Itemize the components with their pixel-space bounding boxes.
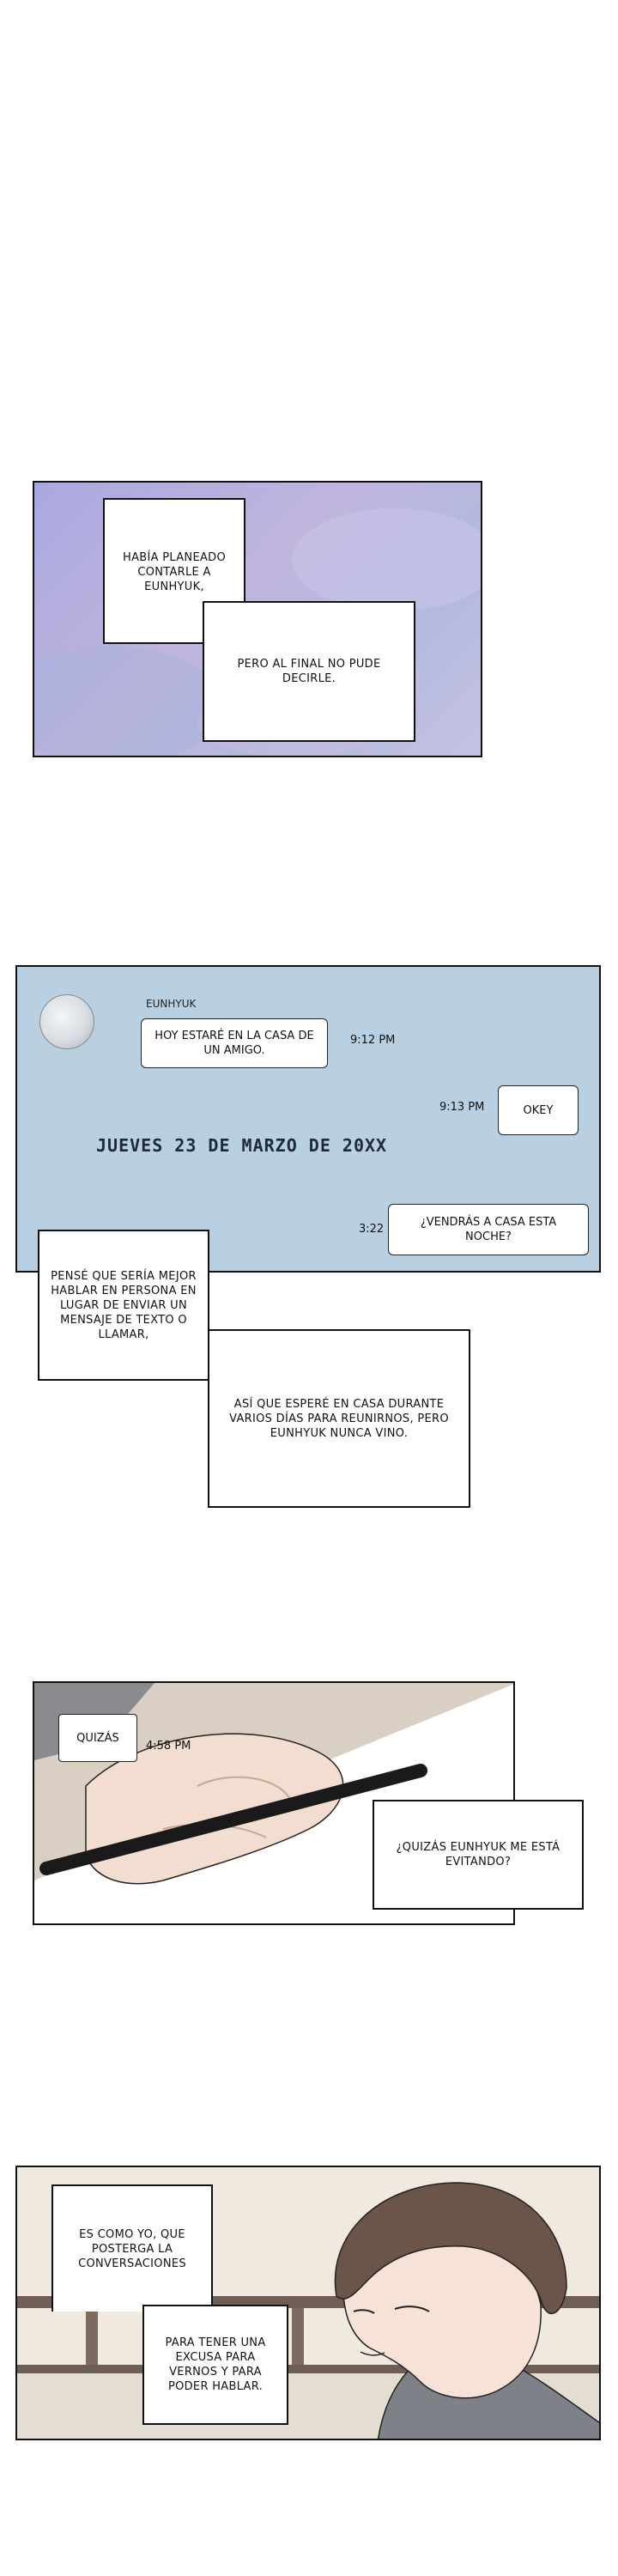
caption-waited: ASÍ QUE ESPERÉ EN CASA DURANTE VARIOS DÍ…	[208, 1329, 470, 1508]
message-quizas-time: 4:58 PM	[146, 1740, 191, 1753]
caption-could-not-text: PERO AL FINAL NO PUDE DECIRLE.	[237, 658, 381, 685]
message-quizas-text: QUIZÁS	[76, 1731, 119, 1745]
caption-connector	[103, 642, 206, 644]
caption-avoiding: ¿QUIZÁS EUNHYUK ME ESTÁ EVITANDO?	[373, 1800, 584, 1910]
hand-phone-art	[34, 1683, 513, 1885]
chat-message-coming-home-text: ¿VENDRÁS A CASA ESTA NOCHE?	[420, 1216, 557, 1243]
caption-better-talk: PENSÉ QUE SERÍA MEJOR HABLAR EN PERSONA …	[38, 1230, 209, 1381]
avatar	[39, 994, 94, 1049]
chat-sender-name: EUNHYUK	[146, 998, 197, 1010]
panel-chat: EUNHYUK HOY ESTARÉ EN LA CASA DE UN AMIG…	[15, 965, 601, 1273]
message-quizas: QUIZÁS	[58, 1714, 137, 1762]
chat-message-okey: OKEY	[498, 1085, 579, 1135]
caption-excuse: PARA TENER UNA EXCUSA PARA VERNOS Y PARA…	[142, 2305, 288, 2425]
chat-message-friend-house-text: HOY ESTARÉ EN LA CASA DE UN AMIGO.	[154, 1030, 314, 1057]
caption-plan-text: HABÍA PLANEADO CONTARLE A EUNHYUK,	[123, 550, 226, 593]
chat-message-coming-home: ¿VENDRÁS A CASA ESTA NOCHE?	[388, 1204, 589, 1255]
caption-could-not: PERO AL FINAL NO PUDE DECIRLE.	[203, 601, 415, 742]
chat-time-2: 9:13 PM	[439, 1101, 485, 1114]
caption-avoiding-text: ¿QUIZÁS EUNHYUK ME ESTÁ EVITANDO?	[396, 1841, 560, 1868]
chat-date-label: JUEVES 23 DE MARZO DE 20XX	[96, 1135, 388, 1156]
caption-like-me: ES COMO YO, QUE POSTERGA LA CONVERSACION…	[52, 2184, 213, 2312]
chat-time-1: 9:12 PM	[350, 1034, 396, 1047]
panel-character: ES COMO YO, QUE POSTERGA LA CONVERSACION…	[15, 2166, 601, 2440]
caption-excuse-text: PARA TENER UNA EXCUSA PARA VERNOS Y PARA…	[165, 2336, 266, 2393]
caption-better-talk-text: PENSÉ QUE SERÍA MEJOR HABLAR EN PERSONA …	[51, 1269, 197, 1341]
caption-waited-text: ASÍ QUE ESPERÉ EN CASA DURANTE VARIOS DÍ…	[229, 1397, 449, 1440]
chat-message-okey-text: OKEY	[523, 1103, 554, 1117]
caption-like-me-text: ES COMO YO, QUE POSTERGA LA CONVERSACION…	[78, 2227, 186, 2270]
chat-message-friend-house: HOY ESTARÉ EN LA CASA DE UN AMIGO.	[141, 1018, 328, 1068]
